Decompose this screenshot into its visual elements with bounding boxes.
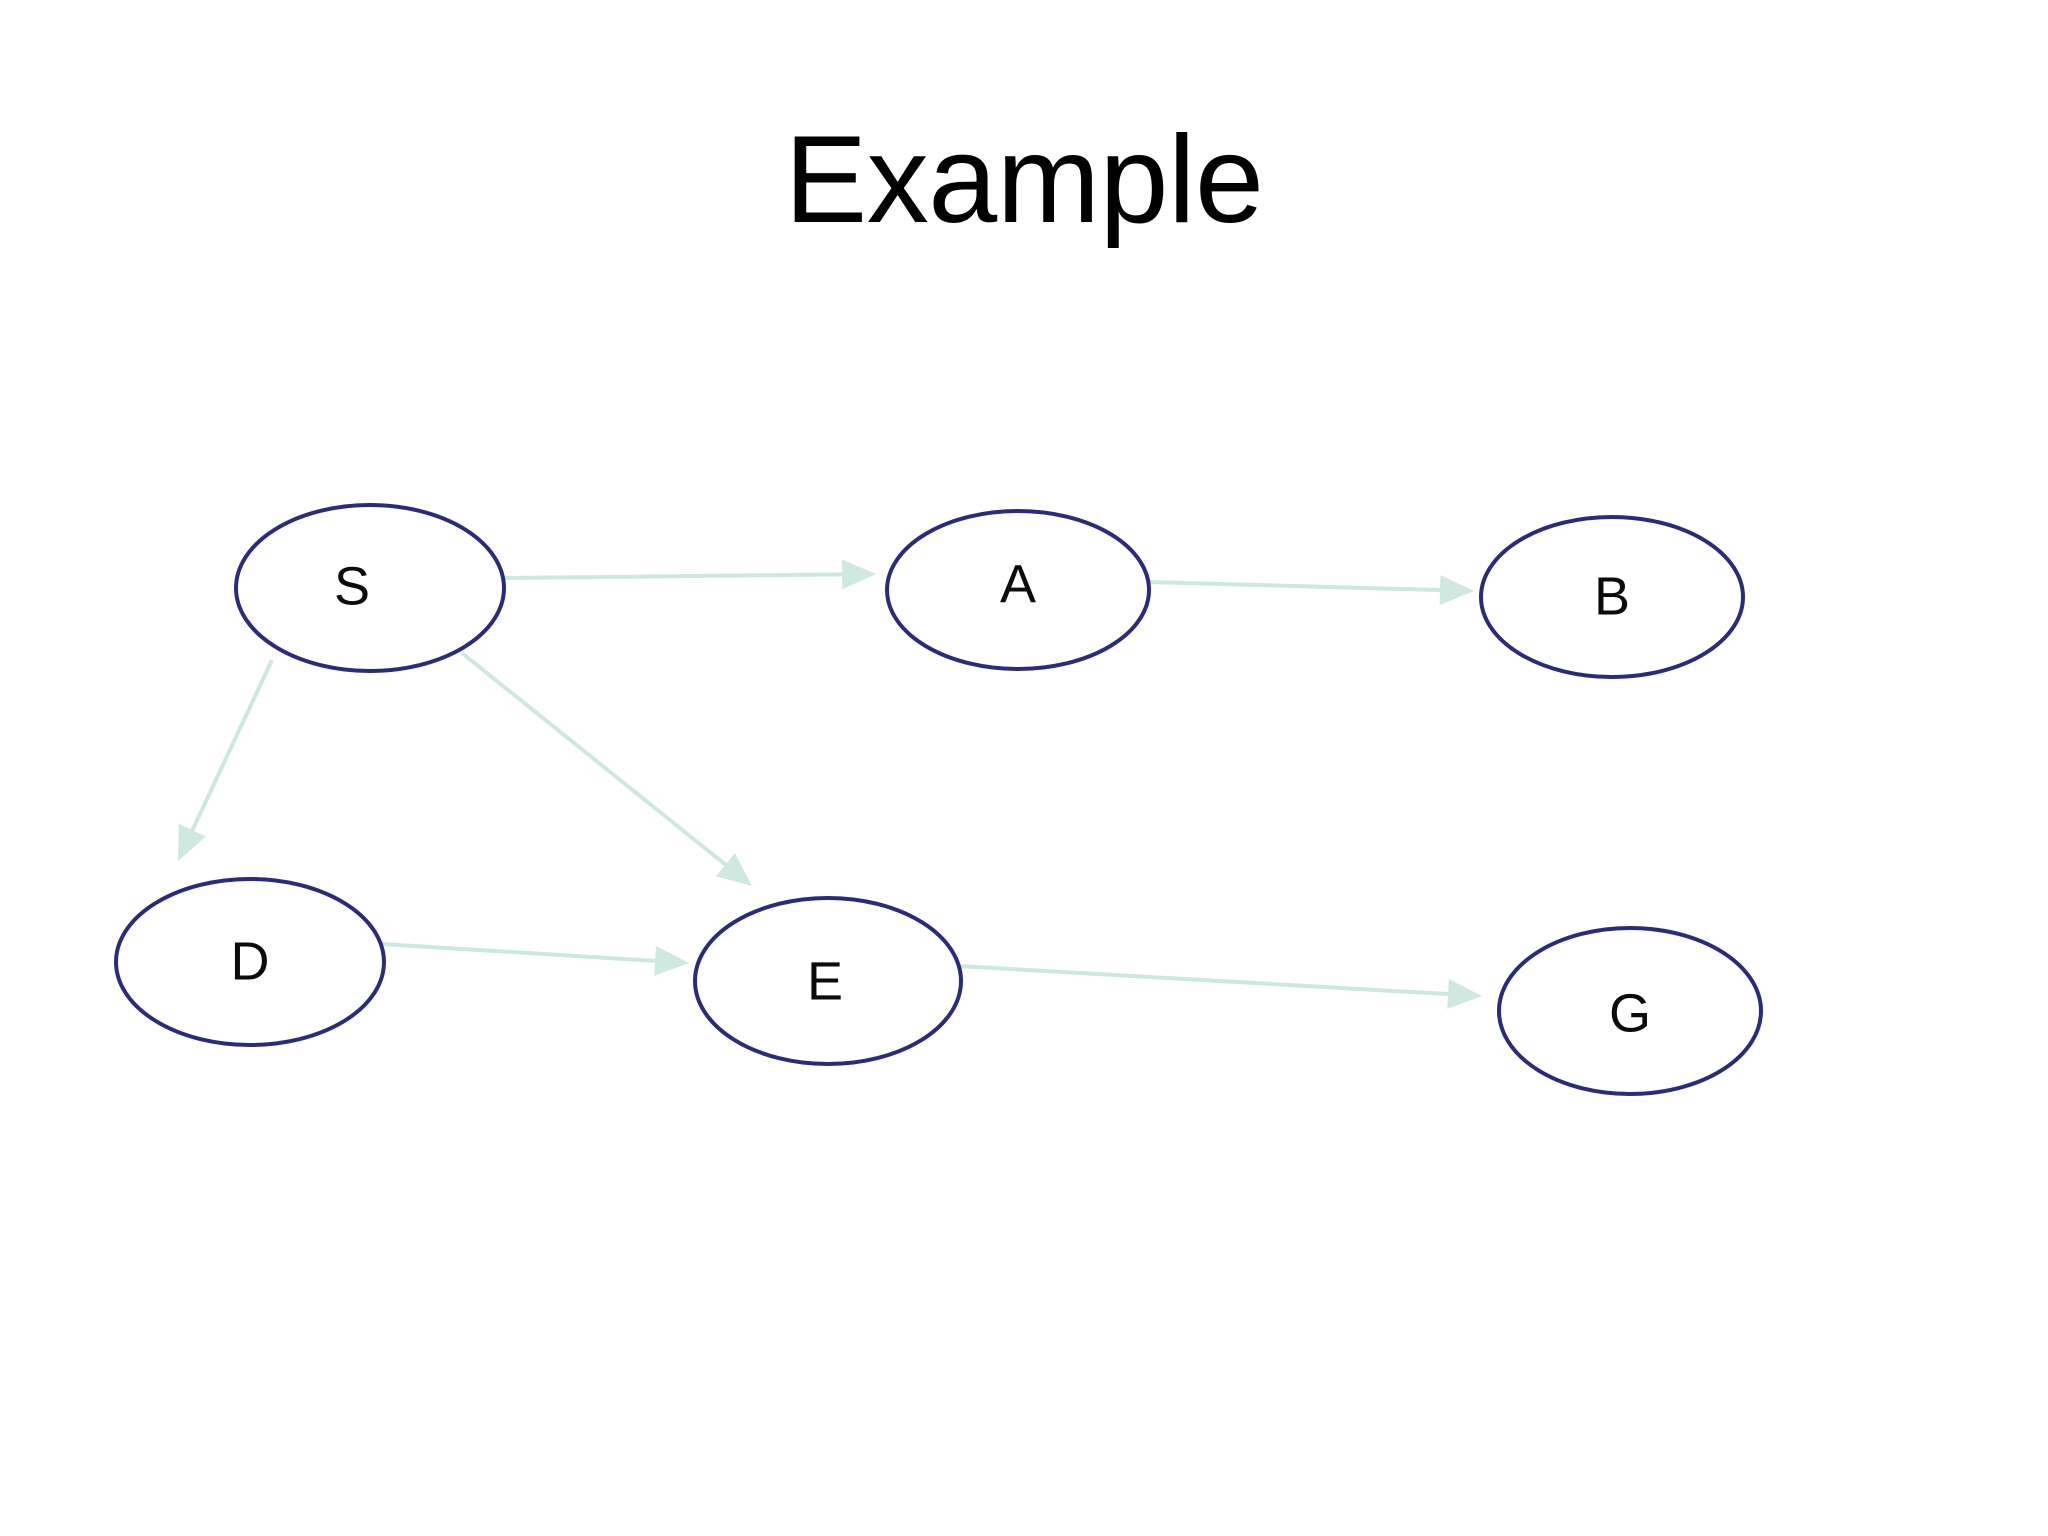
arrowhead-icon xyxy=(178,823,206,861)
edge-line xyxy=(460,651,730,869)
edge-line xyxy=(188,659,274,835)
arrowhead-icon xyxy=(716,853,752,886)
arrowhead-icon xyxy=(841,559,876,590)
nodes-layer: S A B D E G xyxy=(114,503,1763,1096)
node-label: G xyxy=(1609,983,1651,1043)
edge-line xyxy=(957,964,1453,997)
graph-node-e[interactable]: E xyxy=(693,896,963,1066)
arrowhead-icon xyxy=(1447,979,1482,1010)
edge-a-to-b xyxy=(1147,575,1474,606)
edge-d-to-e xyxy=(381,942,689,976)
node-label: B xyxy=(1594,566,1630,626)
node-label: A xyxy=(1000,554,1036,614)
graph-node-b[interactable]: B xyxy=(1479,515,1745,679)
graph-node-d[interactable]: D xyxy=(114,877,386,1047)
node-ellipse[interactable] xyxy=(1479,515,1745,679)
node-ellipse[interactable] xyxy=(693,896,963,1066)
page-title: Example xyxy=(784,111,1264,249)
node-label: S xyxy=(334,556,370,616)
node-ellipse[interactable] xyxy=(1497,926,1763,1096)
graph-node-s[interactable]: S xyxy=(234,503,506,673)
edge-line xyxy=(1147,580,1445,593)
graph-node-g[interactable]: G xyxy=(1497,926,1763,1096)
node-label: D xyxy=(231,931,270,991)
node-label: E xyxy=(807,951,843,1011)
node-ellipse[interactable] xyxy=(114,877,386,1047)
arrowhead-icon xyxy=(1439,575,1474,606)
edge-s-to-d xyxy=(178,659,274,861)
edge-s-to-e xyxy=(460,651,752,886)
edge-e-to-g xyxy=(957,964,1482,1010)
edges-layer xyxy=(178,559,1482,1010)
arrowhead-icon xyxy=(654,945,689,976)
graph-node-a[interactable]: A xyxy=(885,509,1151,671)
edge-line xyxy=(381,942,660,964)
edge-s-to-a xyxy=(502,559,876,590)
node-ellipse[interactable] xyxy=(234,503,506,673)
node-ellipse[interactable] xyxy=(885,509,1151,671)
edge-line xyxy=(502,572,847,580)
